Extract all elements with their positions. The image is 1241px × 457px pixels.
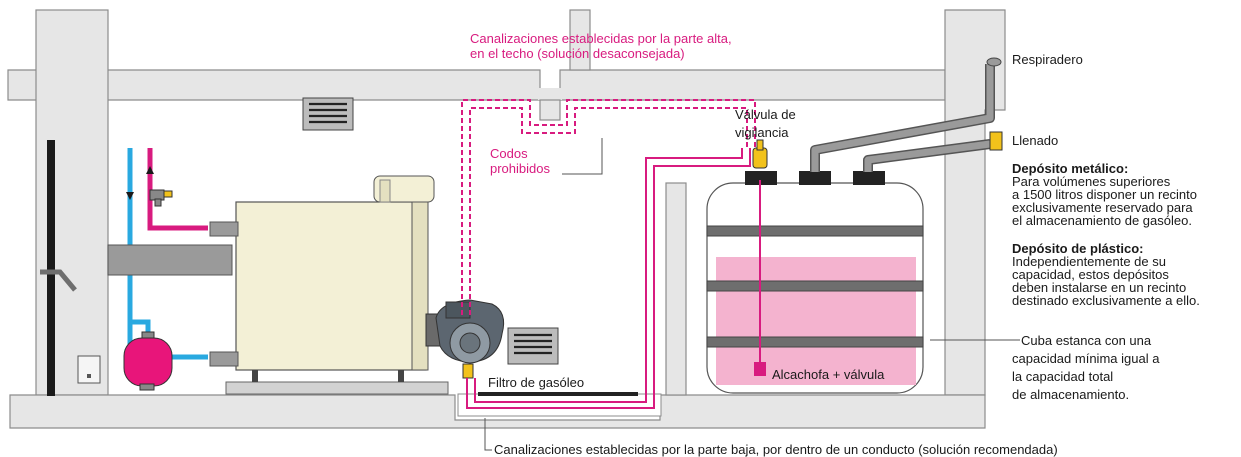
burner: [425, 299, 505, 379]
leader-lines: [484, 138, 1020, 451]
ceiling-slab: [7, 69, 946, 101]
label-forbidden-elbows: Codos prohibidos: [490, 146, 550, 176]
fill-pipe-inner: [864, 140, 991, 172]
chimney-flue: [47, 140, 55, 396]
top-wall: [569, 9, 591, 71]
label-forbidden-elbows-line: prohibidos: [490, 161, 550, 176]
label-watch-valve-line: Válvula de: [735, 107, 796, 122]
label-sealed-tank-rest: capacidad mínima igual a la capacidad to…: [1012, 350, 1159, 404]
label-high-routing: Canalizaciones establecidas por la parte…: [470, 31, 732, 61]
plastic-tank-text-line: capacidad, estos depósitos: [1012, 267, 1169, 282]
high-fuel-line: [461, 99, 756, 315]
label-forbidden-elbows-line: Codos: [490, 146, 528, 161]
sealed-tank-line: Cuba estanca con una: [1021, 333, 1152, 348]
metal-tank-note: Depósito metálico: Para volúmenes superi…: [1012, 162, 1197, 227]
chimney-wall-line: [40, 269, 77, 292]
metal-tank-text-line: exclusivamente reservado para: [1012, 200, 1193, 215]
flow-arrow-up: [146, 166, 154, 174]
fuel-tank: [706, 171, 924, 394]
sealed-tank-line: la capacidad total: [1012, 369, 1114, 384]
vent-grille-bottom: [507, 327, 559, 365]
label-vent: Respiradero: [1012, 52, 1083, 67]
tank-partition-wall: [665, 182, 687, 396]
watch-valve: [752, 139, 768, 169]
wall-outlet-dot: [87, 374, 91, 378]
plastic-tank-title: Depósito de plástico:: [1012, 241, 1144, 256]
ceiling-slab-gap: [538, 88, 562, 100]
building-walls: [7, 9, 1006, 429]
vent-pipe-inner: [811, 64, 994, 172]
label-filling: Llenado: [1012, 133, 1059, 148]
fill-cap: [989, 131, 1003, 151]
hot-water-pipe: [147, 148, 208, 231]
metal-tank-title: Depósito metálico:: [1012, 161, 1129, 176]
plastic-tank-note: Depósito de plástico: Independientemente…: [1012, 242, 1200, 307]
label-watch-valve-line: vigilancia: [735, 125, 789, 140]
label-sealed-tank: Cuba estanca con una: [1021, 332, 1151, 350]
flow-arrow-down: [126, 192, 134, 200]
label-strainer: Alcachofa + válvula: [772, 367, 885, 382]
right-wall: [944, 9, 1006, 396]
flue-pipe: [107, 244, 233, 276]
label-high-routing-line: en el techo (solución desaconsejada): [470, 46, 685, 61]
metal-tank-text-line: el almacenamiento de gasóleo.: [1012, 213, 1192, 228]
label-fuel-filter: Filtro de gasóleo: [488, 375, 585, 390]
sealed-tank-line: de almacenamiento.: [1012, 387, 1130, 402]
fuel-filter-bar: [478, 392, 638, 396]
metal-tank-text-line: a 1500 litros disponer un recinto: [1012, 187, 1198, 202]
expansion-vessel: [123, 331, 173, 391]
plastic-tank-text-line: deben instalarse en un recinto: [1012, 280, 1187, 295]
vent-grille-top: [302, 97, 354, 131]
plastic-tank-text-line: destinado exclusivamente a ello.: [1012, 293, 1200, 308]
label-high-routing-line: Canalizaciones establecidas por la parte…: [470, 31, 732, 46]
metal-tank-text-line: Para volúmenes superiores: [1012, 174, 1171, 189]
label-watch-valve: Válvula de vigilancia: [735, 107, 796, 140]
floor-conduit: [457, 393, 662, 417]
tank-pipes: [810, 64, 995, 172]
wall-outlet: [77, 355, 101, 384]
boiler: [209, 175, 449, 395]
ceiling-notch: [539, 99, 561, 121]
label-low-routing: Canalizaciones establecidas por la parte…: [494, 442, 1058, 457]
safety-valve: [149, 189, 173, 207]
vent-cap: [986, 57, 1002, 67]
return-water-pipe: [130, 319, 151, 335]
left-column: [35, 9, 109, 396]
plastic-tank-text-line: Independientemente de su: [1012, 254, 1166, 269]
sealed-tank-line: capacidad mínima igual a: [1012, 351, 1160, 366]
